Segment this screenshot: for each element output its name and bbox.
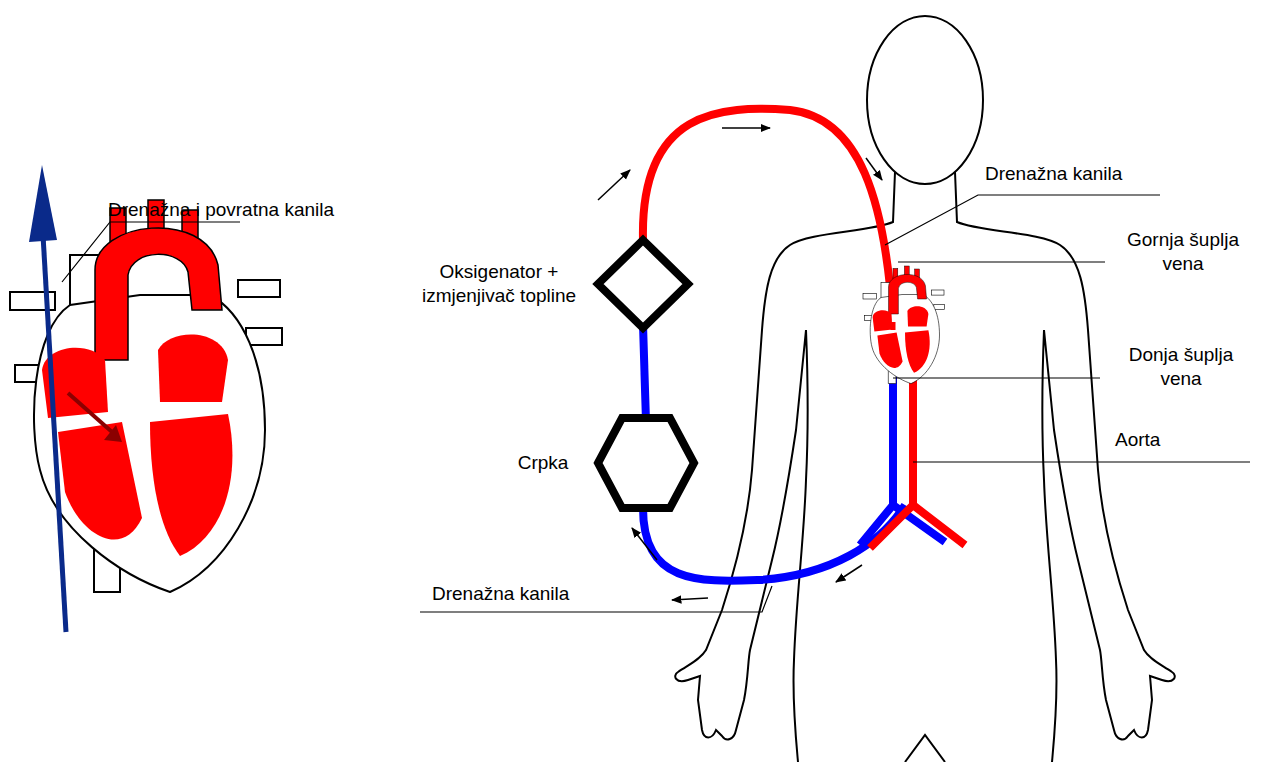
flow-arrow xyxy=(68,393,112,432)
flow-arrows xyxy=(598,128,882,600)
leader-lines xyxy=(420,195,1250,612)
node-label: Oksigenator + izmjenjivač topline xyxy=(410,260,588,308)
shape-outline xyxy=(598,240,688,328)
part-label: Aorta xyxy=(1115,428,1195,452)
part-label: Donja šuplja vena xyxy=(1106,343,1256,391)
shape-outline xyxy=(598,418,694,508)
node-label: Crpka xyxy=(498,451,588,475)
cannula-arrow xyxy=(43,235,66,632)
heart-illustration xyxy=(863,266,945,384)
aorta-vessel xyxy=(870,355,965,548)
oxygenator-diamond: Oksigenator + izmjenjivač topline xyxy=(598,240,688,328)
part-label: Drenažna kanila xyxy=(432,582,632,606)
part-label: Gornja šuplja vena xyxy=(1108,228,1258,276)
body-outline xyxy=(675,16,1175,762)
leader-line xyxy=(62,222,240,282)
pump-hexagon: Crpka xyxy=(598,418,694,508)
part-label: Drenažna i povratna kanila xyxy=(108,198,368,222)
part-label: Drenažna kanila xyxy=(985,162,1185,186)
tube-connector xyxy=(643,324,646,422)
